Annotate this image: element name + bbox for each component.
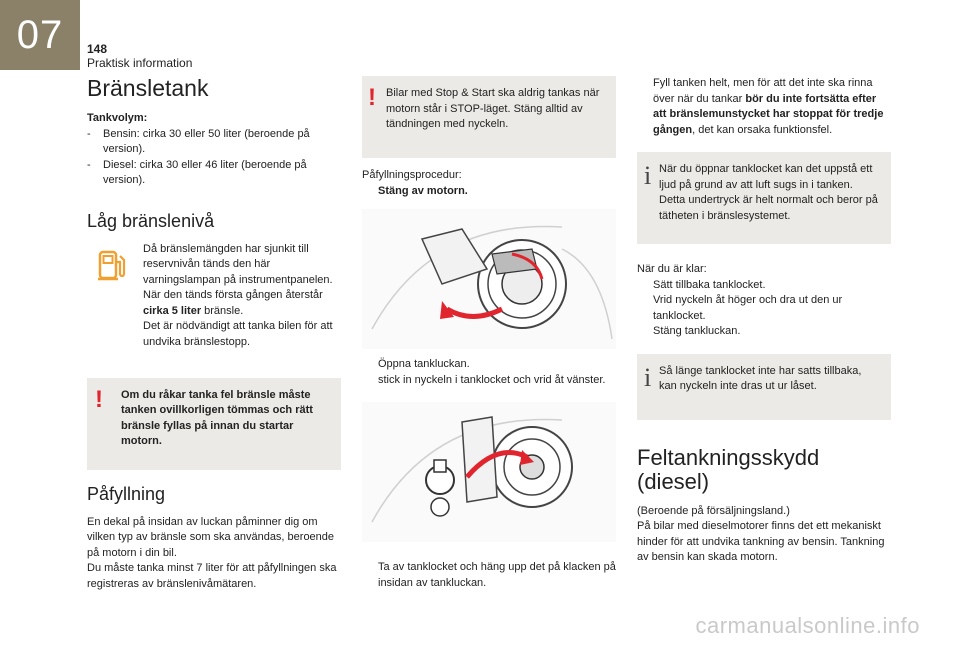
low-fuel-text-1: Då bränslemängden har sjunkit till reser… bbox=[143, 242, 333, 302]
procedure-label: Påfyllningsprocedur: bbox=[362, 169, 462, 181]
list-item-text: Öppna tankluckan. bbox=[378, 358, 470, 370]
list-item: Sätt tillbaka tanklocket. bbox=[637, 278, 891, 294]
list-item: Ta av tanklocket och häng upp det på kla… bbox=[362, 560, 616, 591]
list-item-text: Vrid nyckeln åt höger och dra ut den ur … bbox=[653, 294, 843, 322]
column-3: Fyll tanken helt, men för att det inte s… bbox=[637, 76, 891, 566]
low-fuel-advice: Det är nödvändigt att tanka bilen för at… bbox=[143, 320, 333, 348]
fuel-pump-icon bbox=[98, 250, 126, 281]
key-info-text: Så länge tanklocket inte har satts tillb… bbox=[659, 364, 862, 393]
done-label: När du är klar: bbox=[637, 263, 707, 275]
stop-start-text: Bilar med Stop & Start ska aldrig tankas… bbox=[386, 87, 600, 130]
dash-marker: - bbox=[87, 158, 91, 171]
list-item: Vrid nyckeln åt höger och dra ut den ur … bbox=[637, 293, 891, 324]
section-title-low-fuel: Låg bränslenivå bbox=[87, 210, 215, 231]
done-steps: Sätt tillbaka tanklocket. Vrid nyckeln å… bbox=[637, 278, 891, 340]
list-item-text: Stäng av motorn. bbox=[378, 184, 468, 197]
low-fuel-text: Då bränslemängden har sjunkit till reser… bbox=[143, 242, 341, 320]
tank-volume-label: Tankvolym: bbox=[87, 112, 148, 125]
procedure-steps-a: Stäng av motorn. bbox=[362, 184, 616, 200]
section-title-fuel-tank: Bränsletank bbox=[87, 75, 209, 101]
fill-full-text-bold: bör du inte fortsätta efter att bränslem… bbox=[653, 92, 884, 136]
refuelling-text-1: En dekal på insidan av luckan påminner d… bbox=[87, 515, 335, 559]
fuel-flap-illustration-1 bbox=[362, 209, 616, 349]
page-number: 148 bbox=[87, 42, 108, 56]
section-title-misfuel-protection: Feltankningsskydd (diesel) bbox=[637, 444, 820, 494]
refuelling-text-2: Du måste tanka minst 7 liter för att påf… bbox=[87, 562, 337, 590]
low-fuel-text-bold: cirka 5 liter bbox=[143, 304, 202, 317]
low-fuel-text-2: bränsle. bbox=[201, 304, 244, 317]
list-item-text: Bensin: cirka 30 eller 50 liter (beroend… bbox=[103, 127, 310, 156]
noise-info-note: i När du öppnar tanklocket kan det uppst… bbox=[637, 152, 891, 244]
fill-full-text-2: , det kan orsaka funktionsfel. bbox=[692, 123, 833, 136]
section-title-refuelling: Påfyllning bbox=[87, 483, 166, 504]
warning-text: Om du råkar tanka fel bränsle måste tank… bbox=[121, 388, 313, 448]
diesel-text-1: (Beroende på försäljningsland.) bbox=[637, 504, 790, 517]
column-1: Bränsletank Tankvolym: -Bensin: cirka 30… bbox=[87, 75, 341, 592]
chapter-tab: 07 bbox=[0, 0, 80, 70]
wrong-fuel-warning: ! Om du råkar tanka fel bränsle måste ta… bbox=[87, 377, 341, 470]
warning-icon: ! bbox=[368, 84, 376, 111]
list-item: Stäng av motorn. bbox=[362, 184, 616, 200]
list-item-text: Sätt tillbaka tanklocket. bbox=[653, 278, 766, 291]
list-item: stick in nyckeln i tanklocket och vrid å… bbox=[362, 373, 616, 389]
list-item: Stäng tankluckan. bbox=[637, 324, 891, 340]
dash-marker: - bbox=[87, 127, 91, 140]
fill-full-list: Fyll tanken helt, men för att det inte s… bbox=[637, 76, 891, 138]
tank-volume-list: -Bensin: cirka 30 eller 50 liter (beroen… bbox=[87, 127, 341, 189]
procedure-steps-b: Öppna tankluckan. stick in nyckeln i tan… bbox=[362, 357, 616, 388]
column-2: ! Bilar med Stop & Start ska aldrig tank… bbox=[362, 76, 616, 591]
list-item-text: Diesel: cirka 30 eller 46 liter (beroend… bbox=[103, 158, 307, 187]
noise-info-text: När du öppnar tanklocket kan det uppstå … bbox=[659, 163, 878, 222]
chapter-title: Praktisk information bbox=[87, 56, 193, 70]
warning-icon: ! bbox=[95, 385, 103, 413]
procedure-steps-c: Ta av tanklocket och häng upp det på kla… bbox=[362, 560, 616, 591]
fill-full-text-1: Fyll tanken helt, men för att det inte s… bbox=[653, 77, 873, 105]
key-info-note: i Så länge tanklocket inte har satts til… bbox=[637, 353, 891, 420]
list-item: Fyll tanken helt, men för att det inte s… bbox=[637, 76, 891, 138]
list-item-text: stick in nyckeln i tanklocket och vrid å… bbox=[378, 373, 606, 386]
list-item: -Diesel: cirka 30 eller 46 liter (beroen… bbox=[87, 158, 341, 189]
info-icon: i bbox=[644, 161, 652, 190]
stop-start-warning: ! Bilar med Stop & Start ska aldrig tank… bbox=[362, 76, 616, 158]
low-fuel-block: Då bränslemängden har sjunkit till reser… bbox=[87, 242, 341, 362]
fuel-flap-illustration-2 bbox=[362, 402, 616, 542]
info-icon: i bbox=[644, 362, 652, 392]
list-item-text: Stäng tankluckan. bbox=[653, 325, 741, 337]
fuel-cap-image bbox=[371, 225, 613, 340]
diesel-text-2: På bilar med dieselmotorer finns det ett… bbox=[637, 520, 885, 564]
fuel-cap-removed-image bbox=[371, 416, 573, 523]
list-item: -Bensin: cirka 30 eller 50 liter (beroen… bbox=[87, 127, 341, 158]
watermark: carmanualsonline.info bbox=[695, 613, 920, 638]
list-item-text: Ta av tanklocket och häng upp det på kla… bbox=[378, 561, 616, 589]
list-item: Öppna tankluckan. bbox=[362, 357, 616, 373]
